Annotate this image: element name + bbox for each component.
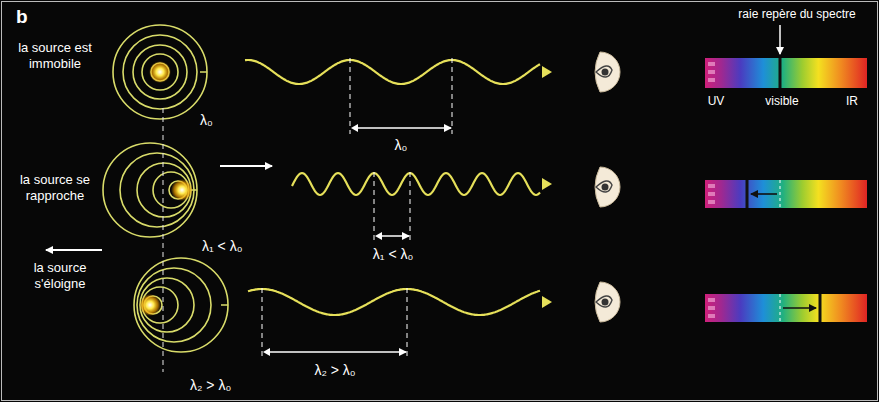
eye-icon xyxy=(595,167,620,207)
uv-band xyxy=(708,78,715,82)
eye-shape xyxy=(595,52,620,92)
spectrum-bar xyxy=(705,180,867,208)
shift-arrow xyxy=(751,193,777,195)
wavefront-circle xyxy=(133,45,187,99)
spectrum-caption: raie repère du spectre xyxy=(738,7,855,21)
source-state: la source se rapproche xyxy=(9,172,101,203)
dimension-line xyxy=(410,172,411,242)
eye-shape xyxy=(595,282,620,322)
uv-band xyxy=(708,70,715,74)
spectrum-label: visible xyxy=(765,94,798,108)
tick-mark xyxy=(221,304,228,306)
wavefront-circle xyxy=(140,278,194,332)
spectrum-label: IR xyxy=(846,94,858,108)
uv-band xyxy=(708,298,715,302)
wavelength-dimensions xyxy=(262,58,452,358)
wavelength-label: λ₂ > λ₀ xyxy=(188,377,233,394)
dimension-arrowhead xyxy=(263,348,270,356)
wavefront-circle xyxy=(103,143,197,237)
wave-arrowhead xyxy=(542,296,552,308)
spectrum-bar xyxy=(705,294,867,322)
eye-outline xyxy=(596,181,612,192)
pointer-arrow xyxy=(779,25,781,54)
motion-arrow xyxy=(220,165,272,167)
reference-line xyxy=(163,108,164,372)
wavelength-label: λ₀ xyxy=(198,112,215,129)
wavefront-circle xyxy=(134,258,228,352)
wave xyxy=(292,173,540,195)
dimension-line xyxy=(374,172,375,242)
wavefront-circle xyxy=(123,35,197,109)
eye-icon xyxy=(595,52,620,92)
motion-arrow xyxy=(46,249,102,251)
panel-letter: b xyxy=(16,6,28,29)
pupil xyxy=(602,299,609,306)
source-state: la source s'éloigne xyxy=(14,260,106,291)
wave xyxy=(248,289,540,315)
wavefront-circle xyxy=(142,54,178,90)
spectral-line xyxy=(746,180,749,208)
wavefront-circle xyxy=(120,153,194,227)
wave xyxy=(245,60,540,84)
eye-outline xyxy=(596,66,612,77)
uv-band xyxy=(708,62,715,66)
dimension-arrow xyxy=(268,351,406,353)
wavelength-label: λ₀ xyxy=(393,137,410,154)
spectrum-label: UV xyxy=(708,94,725,108)
eye-outline xyxy=(596,296,612,307)
wavelength-label: λ₂ > λ₀ xyxy=(312,362,357,379)
pupil xyxy=(602,69,609,76)
spectral-line xyxy=(779,58,782,88)
spectral-line xyxy=(819,294,822,322)
dimension-arrowhead xyxy=(375,232,382,240)
spectra xyxy=(705,58,867,322)
dimension-line xyxy=(407,288,408,358)
dimension-line xyxy=(350,58,351,134)
uv-band xyxy=(708,306,715,310)
dimension-arrow xyxy=(356,127,451,129)
light-source xyxy=(149,61,171,83)
spectrum-bar xyxy=(705,58,867,88)
reference-position xyxy=(780,294,781,322)
wavelength-label: λ₁ < λ₀ xyxy=(371,246,416,263)
light-waves xyxy=(245,60,552,315)
light-source xyxy=(139,294,161,316)
wavefront-circle xyxy=(137,268,211,342)
pupil xyxy=(602,184,609,191)
uv-band xyxy=(708,314,715,318)
eye-shape xyxy=(595,167,620,207)
dimension-arrowhead xyxy=(351,124,358,132)
dimension-line xyxy=(262,288,263,358)
wavelength-label: λ₁ < λ₀ xyxy=(200,238,245,255)
dimension-line xyxy=(452,58,453,134)
dimension-arrow xyxy=(380,235,409,237)
eye-icon xyxy=(595,282,620,322)
wave-arrowhead xyxy=(542,66,552,78)
uv-band xyxy=(708,184,715,188)
tick-mark xyxy=(200,71,207,73)
light-source xyxy=(171,179,193,201)
shift-arrow xyxy=(783,307,816,309)
uv-band xyxy=(708,192,715,196)
reference-position xyxy=(780,180,781,208)
wave-arrowhead xyxy=(542,178,552,190)
uv-band xyxy=(708,200,715,204)
wavefront-circles xyxy=(103,25,228,352)
source-state: la source est immobile xyxy=(9,40,101,71)
observer-eyes xyxy=(595,52,620,322)
wavefront-circle xyxy=(113,25,207,119)
